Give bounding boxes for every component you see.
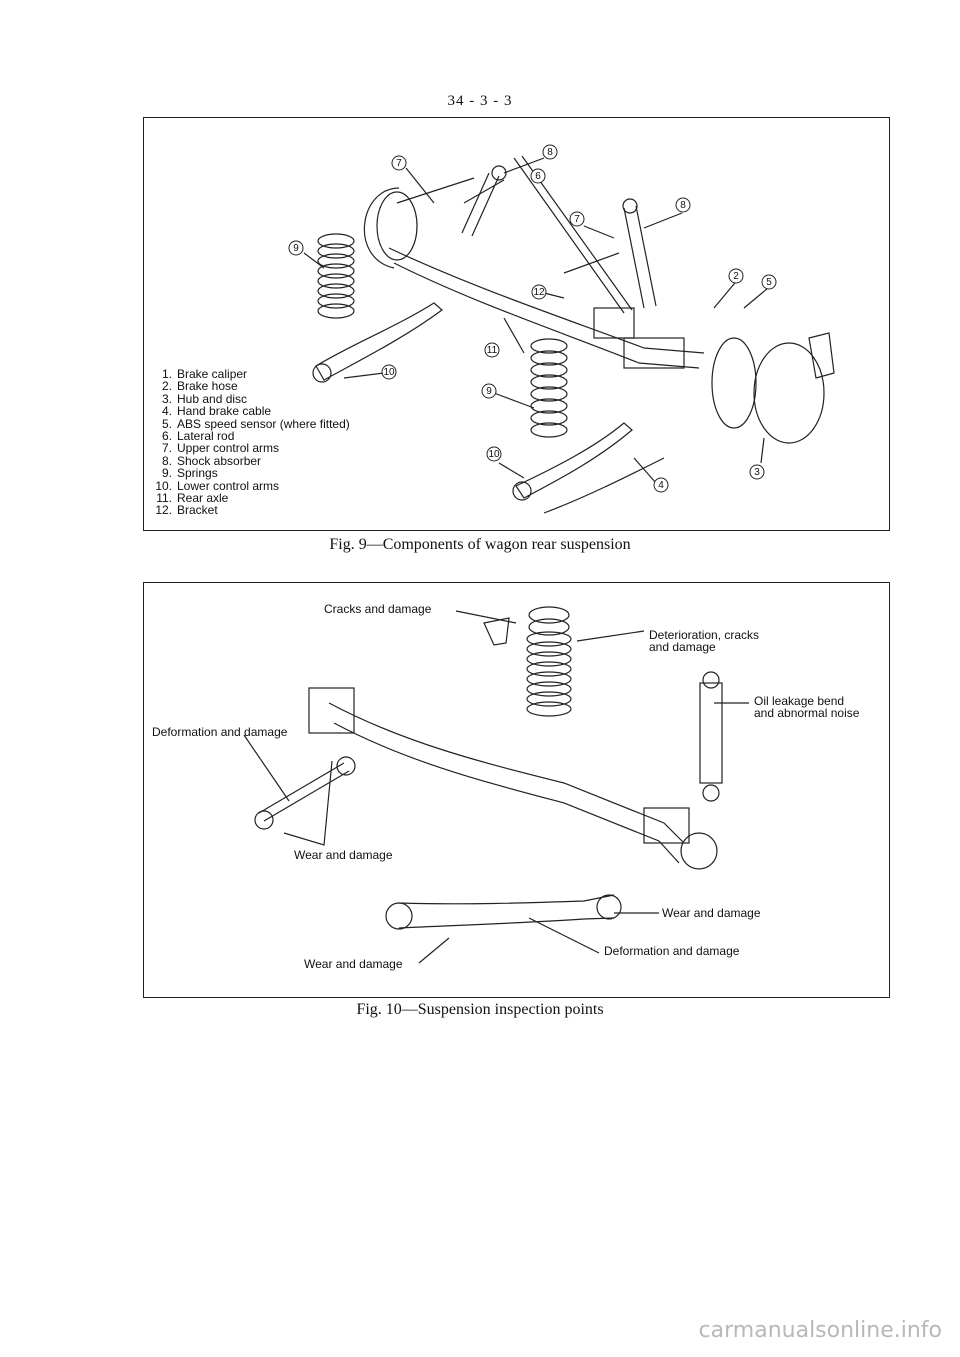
label-wear-right: Wear and damage	[662, 906, 761, 920]
watermark: carmanualsonline.info	[698, 1318, 942, 1343]
figure-9-box: 7 8 6 7 8 9 12 2 5 11 9 10 10 4 3 1.Brak…	[143, 117, 890, 531]
svg-text:11: 11	[487, 345, 498, 356]
svg-text:10: 10	[383, 367, 395, 378]
legend-item: 4.Hand brake cable	[161, 404, 272, 419]
legend-item: 12.Bracket	[155, 503, 218, 518]
svg-text:7: 7	[574, 214, 580, 225]
svg-text:8: 8	[547, 147, 553, 158]
legend-item: 11.Rear axle	[156, 491, 229, 506]
left-coil-spring	[317, 233, 355, 319]
svg-text:7: 7	[396, 158, 402, 169]
svg-text:5: 5	[766, 277, 772, 288]
label-cracks-and-damage: Cracks and damage	[324, 602, 432, 616]
svg-text:3: 3	[754, 467, 760, 478]
label-wear-bottom: Wear and damage	[304, 957, 403, 971]
svg-text:4: 4	[658, 480, 664, 491]
legend-item: 1.Brake caliper	[161, 367, 248, 381]
figure-10-box: Cracks and damage Deterioration, cracks …	[143, 582, 890, 998]
label-oil-leakage: Oil leakage bend and abnormal noise	[754, 694, 860, 720]
svg-text:10: 10	[488, 449, 500, 460]
legend-item: 7.Upper control arms	[161, 441, 280, 456]
rear-suspension-exploded-diagram: 7 8 6 7 8 9 12 2 5 11 9 10 10 4 3	[288, 144, 835, 514]
legend-item: 5.ABS speed sensor (where fitted)	[161, 416, 350, 431]
svg-text:6: 6	[535, 171, 541, 182]
svg-text:2: 2	[733, 271, 739, 282]
label-wear-left: Wear and damage	[294, 848, 393, 862]
right-coil-spring	[530, 338, 568, 438]
fig10-caption: Fig. 10—Suspension inspection points	[356, 1001, 604, 1018]
label-deformation-bottom: Deformation and damage	[604, 944, 740, 958]
page-number: 34 - 3 - 3	[447, 93, 513, 109]
svg-text:8: 8	[680, 200, 686, 211]
legend-item: 6.Lateral rod	[161, 429, 235, 444]
fig9-caption: Fig. 9—Components of wagon rear suspensi…	[329, 536, 631, 553]
legend-item: 3.Hub and disc	[161, 391, 248, 406]
fig9-legend: 1.Brake caliper 2.Brake hose 3.Hub and d…	[152, 367, 350, 518]
svg-text:12: 12	[533, 287, 545, 298]
legend-item: 2.Brake hose	[161, 379, 238, 394]
legend-item: 9.Springs	[161, 466, 218, 481]
label-deterioration: Deterioration, cracks and damage	[649, 628, 760, 654]
legend-item: 8.Shock absorber	[161, 453, 262, 468]
suspension-inspection-diagram	[243, 606, 749, 964]
svg-text:9: 9	[293, 243, 299, 254]
label-deformation-left: Deformation and damage	[152, 725, 288, 739]
legend-item: 10.Lower control arms	[155, 478, 280, 493]
svg-text:9: 9	[486, 386, 492, 397]
